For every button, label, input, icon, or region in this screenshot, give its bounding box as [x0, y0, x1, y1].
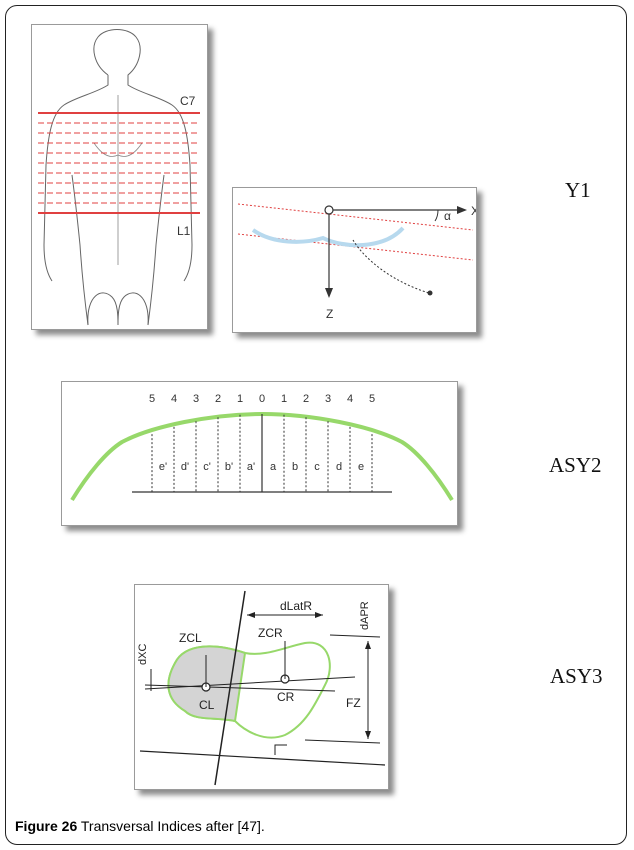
asy2-number-label: 1 — [237, 393, 243, 405]
asy2-segment-label: d — [336, 461, 342, 473]
axis-label-x: X — [471, 204, 476, 218]
label-l1: L1 — [177, 224, 191, 238]
scan-lines — [38, 112, 200, 214]
asy2-number-label: 4 — [171, 393, 177, 405]
asy2-segment-label: d' — [181, 461, 189, 473]
asy2-segment-label: b' — [225, 461, 233, 473]
asy2-segment-label: e' — [159, 461, 167, 473]
label-fz: FZ — [346, 696, 361, 710]
asy2-segment-label: b — [292, 461, 298, 473]
label-dap: dAPR — [359, 601, 371, 630]
back-silhouette-drawing: C7 L1 — [38, 29, 200, 326]
asy2-number-label: 2 — [303, 393, 309, 405]
back-view-panel: C7 L1 — [31, 24, 208, 330]
caption-text: Transversal Indices after [47]. — [77, 818, 265, 834]
figure-frame — [5, 5, 627, 845]
asy2-number-label: 5 — [369, 393, 375, 405]
label-dlat: dLatR — [280, 599, 312, 613]
label-zcr: ZCR — [258, 626, 283, 640]
row-label-asy2: ASY2 — [549, 453, 602, 477]
asy2-number-label: 3 — [325, 393, 331, 405]
asy2-segment-label: e — [358, 461, 364, 473]
asy2-number-label: 2 — [215, 393, 221, 405]
asy2-number-label: 5 — [149, 393, 155, 405]
asy2-number-label: 1 — [281, 393, 287, 405]
asy2-drawing: 5 4 3 2 1 0 1 2 3 4 5 e' d' c' b' a' a b c d e — [70, 393, 454, 502]
asy2-segment-label: c — [314, 461, 320, 473]
asy2-segment-label: c' — [203, 461, 211, 473]
asy2-dotted-lines — [151, 414, 373, 492]
label-cr: CR — [277, 690, 295, 704]
asy2-number-label: 0 — [259, 393, 265, 405]
figure-number: Figure 26 — [15, 818, 78, 834]
asy3-panel: dLatR dAPR ZCL ZCR dXC CL CR FZ — [134, 584, 389, 790]
label-c7: C7 — [180, 94, 196, 108]
asy2-number-label: 4 — [347, 393, 353, 405]
label-zcl: ZCL — [179, 631, 202, 645]
asy2-segment-label: a — [270, 461, 277, 473]
axis-diagram-drawing: X Z α — [237, 203, 476, 321]
row-label-y1: Y1 — [565, 178, 591, 202]
label-cl: CL — [199, 698, 215, 712]
figure-caption: Figure 26 Transversal Indices after [47]… — [15, 818, 265, 834]
asy2-number-label: 3 — [193, 393, 199, 405]
asy2-number-labels: 5 4 3 2 1 0 1 2 3 4 5 — [149, 393, 375, 405]
row-label-asy3: ASY3 — [550, 664, 603, 688]
asy3-drawing: dLatR dAPR ZCL ZCR dXC CL CR FZ — [137, 590, 386, 786]
asy2-panel: 5 4 3 2 1 0 1 2 3 4 5 e' d' c' b' a' a b c d e — [61, 381, 458, 526]
asy2-segment-labels: e' d' c' b' a' a b c d e — [159, 461, 364, 473]
angle-label-alpha: α — [444, 209, 451, 223]
asy2-segment-label: a' — [247, 461, 255, 473]
axis-diagram-panel: X Z α — [232, 187, 477, 333]
axis-label-z: Z — [326, 307, 333, 321]
label-dxc: dXC — [137, 644, 149, 665]
